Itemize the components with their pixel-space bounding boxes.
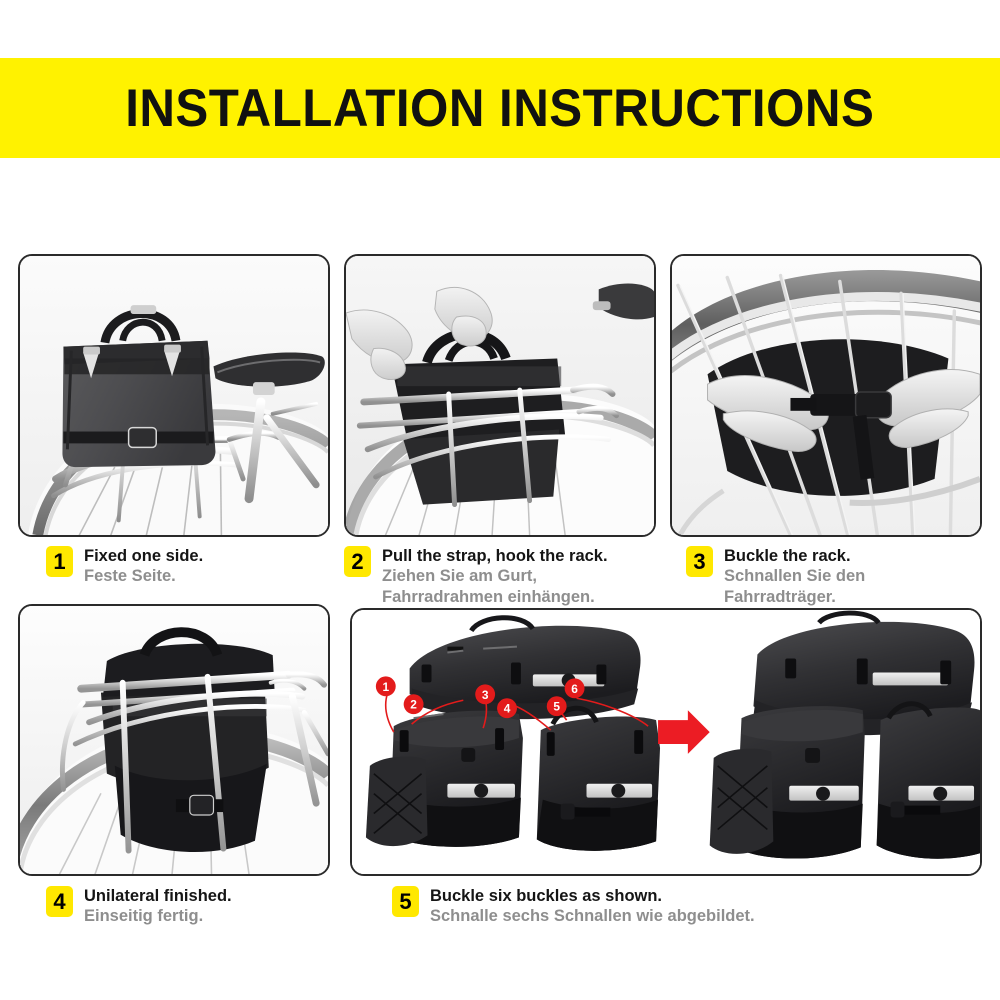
svg-text:5: 5: [553, 700, 560, 714]
step-1-label-de-line-1: Feste Seite.: [84, 567, 176, 586]
step-3-illustration: [672, 256, 980, 535]
photo-buckling-rack: [672, 256, 980, 535]
exploded-right-pannier: [536, 705, 661, 851]
svg-text:4: 4: [504, 702, 511, 716]
step-2-illustration: [346, 256, 654, 535]
step-3-label-en: Buckle the rack.: [724, 547, 851, 565]
step-2-number-badge: 2: [344, 546, 371, 577]
step-3-text: Buckle the rack. Schnallen Sie den Fahrr…: [724, 546, 865, 607]
step-5-label-en: Buckle six buckles as shown.: [430, 887, 663, 905]
step-1-number-badge: 1: [46, 546, 73, 577]
callout-5: 5: [546, 696, 567, 717]
step-4-label-de-line-1: Einseitig fertig.: [84, 907, 204, 926]
step-2-caption: 2 Pull the strap, hook the rack. Ziehen …: [344, 546, 608, 607]
step-1-photo-panel: [18, 254, 330, 537]
callout-badges: 1 2 3 4 5 6: [375, 676, 585, 719]
callout-1: 1: [375, 676, 396, 697]
svg-text:1: 1: [382, 680, 389, 694]
step-3-caption: 3 Buckle the rack. Schnallen Sie den Fah…: [686, 546, 865, 607]
step-2-label-en: Pull the strap, hook the rack.: [382, 547, 608, 565]
svg-text:6: 6: [571, 682, 578, 696]
step-5-caption: 5 Buckle six buckles as shown. Schnalle …: [392, 886, 755, 927]
step-5-label-de-line-1: Schnalle sechs Schnallen wie abgebildet.: [430, 907, 755, 926]
step-3-photo-panel: [670, 254, 982, 537]
right-arrow-icon: [658, 710, 710, 754]
callout-6: 6: [564, 678, 585, 699]
step-2-text: Pull the strap, hook the rack. Ziehen Si…: [382, 546, 608, 607]
callout-3: 3: [475, 684, 496, 705]
step-1-illustration: [20, 256, 328, 535]
step-4-illustration: [20, 606, 328, 874]
step-2-label-de-line-1: Ziehen Sie am Gurt,: [382, 567, 537, 586]
step-5-text: Buckle six buckles as shown. Schnalle se…: [430, 886, 755, 927]
svg-text:2: 2: [410, 698, 417, 712]
callout-2: 2: [403, 694, 424, 715]
step-5-number-badge: 5: [392, 886, 419, 917]
step-4-photo-panel: [18, 604, 330, 876]
callout-4: 4: [497, 698, 517, 719]
header-banner: INSTALLATION INSTRUCTIONS: [0, 58, 1000, 158]
step-1-text: Fixed one side. Feste Seite.: [84, 546, 203, 587]
photo-unilateral-finished: [20, 606, 328, 874]
step-5-photo-panel: 1 2 3 4 5 6: [350, 608, 982, 876]
step-4-label-en: Unilateral finished.: [84, 887, 232, 905]
step-3-label-de-line-1: Schnallen Sie den: [724, 567, 866, 586]
exploded-left-pannier: [365, 710, 523, 847]
assembled-set: [709, 610, 980, 859]
step-4-number-badge: 4: [46, 886, 73, 917]
step-3-label-de-line-2: Fahrradträger.: [724, 587, 836, 606]
step-2-photo-panel: [344, 254, 656, 537]
step-4-text: Unilateral finished. Einseitig fertig.: [84, 886, 232, 927]
photo-six-buckles-diagram: 1 2 3 4 5 6: [352, 610, 980, 874]
step-4-caption: 4 Unilateral finished. Einseitig fertig.: [46, 886, 232, 927]
step-5-illustration: 1 2 3 4 5 6: [352, 610, 980, 874]
step-1-label-en: Fixed one side.: [84, 547, 204, 565]
step-2-label-de-line-2: Fahrradrahmen einhängen.: [382, 587, 595, 606]
photo-bag-on-rack: [20, 256, 328, 535]
svg-text:3: 3: [482, 688, 489, 702]
photo-hooking-rack: [346, 256, 654, 535]
step-3-number-badge: 3: [686, 546, 713, 577]
page-title: INSTALLATION INSTRUCTIONS: [125, 78, 875, 138]
step-1-caption: 1 Fixed one side. Feste Seite.: [46, 546, 203, 587]
